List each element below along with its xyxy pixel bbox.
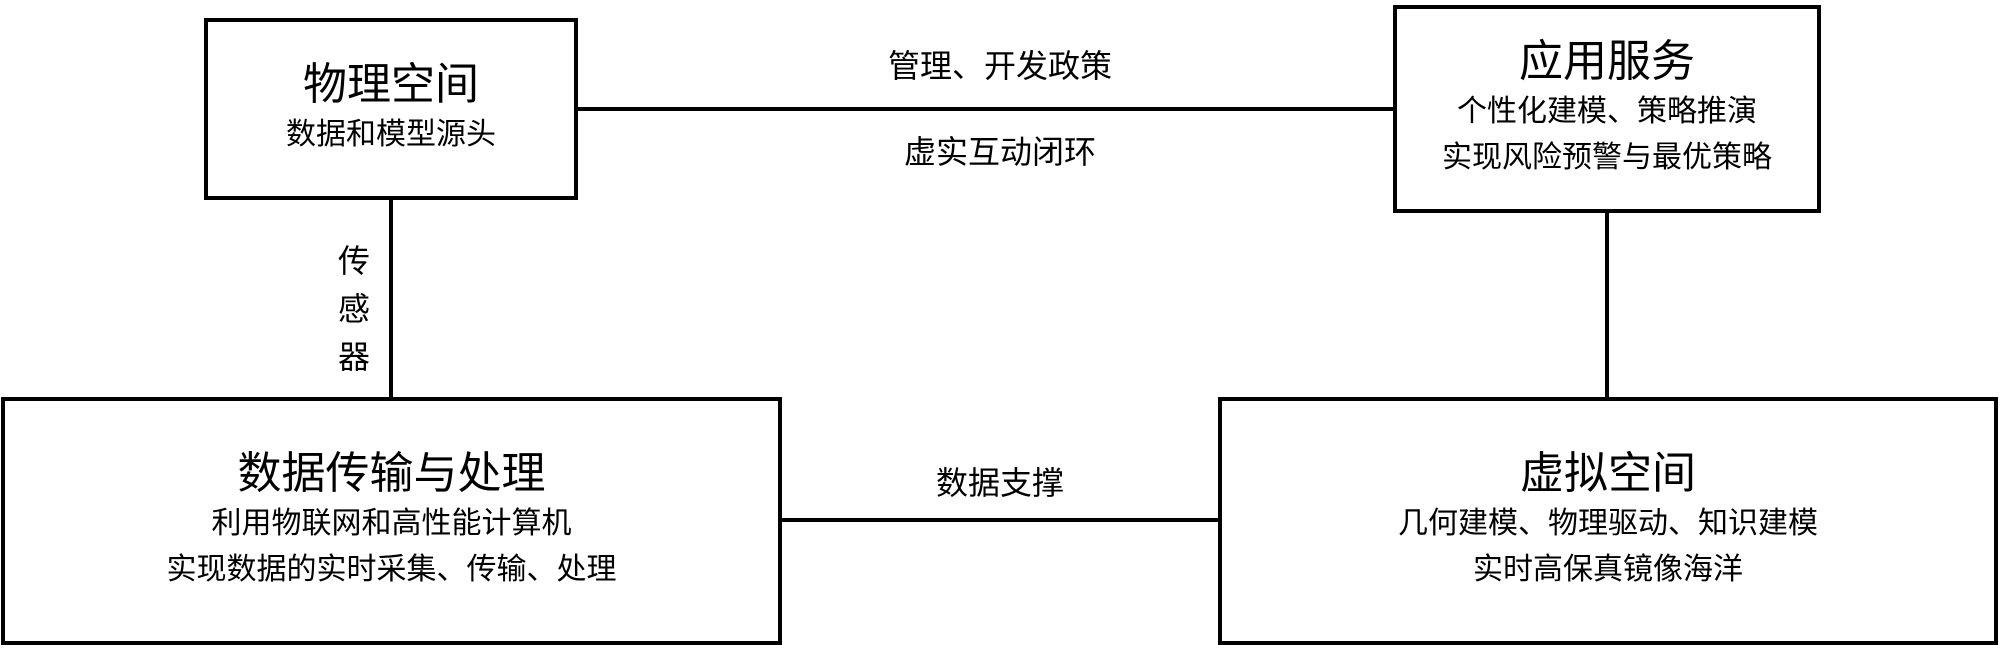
node-physical-space: 物理空间 数据和模型源头 (204, 18, 578, 200)
edge-label-char: 传 (337, 242, 370, 280)
node-subtitle: 利用物联网和高性能计算机 (211, 505, 572, 541)
node-subtitle: 几何建模、物理驱动、知识建模 (1398, 505, 1818, 541)
node-title: 虚拟空间 (1520, 448, 1696, 500)
node-data-processing: 数据传输与处理 利用物联网和高性能计算机 实现数据的实时采集、传输、处理 (1, 397, 782, 645)
node-subtitle: 数据和模型源头 (286, 117, 496, 153)
node-title: 物理空间 (303, 59, 479, 111)
edge-label-char: 器 (337, 338, 370, 376)
node-subtitle: 实时高保真镜像海洋 (1473, 552, 1743, 588)
edge-label-closed-loop: 虚实互动闭环 (903, 133, 1096, 171)
node-subtitle: 个性化建模、策略推演 (1457, 93, 1757, 129)
node-title: 应用服务 (1519, 36, 1695, 88)
node-title: 数据传输与处理 (237, 448, 546, 500)
node-subtitle: 实现风险预警与最优策略 (1442, 140, 1772, 176)
edge-label-data-support: 数据支撑 (935, 464, 1064, 502)
edge-label-policy: 管理、开发政策 (887, 47, 1112, 85)
edge-label-char: 感 (337, 290, 370, 328)
node-subtitle: 实现数据的实时采集、传输、处理 (166, 552, 617, 588)
edge-label-sensor: 传 感 器 (334, 237, 374, 381)
node-application-service: 应用服务 个性化建模、策略推演 实现风险预警与最优策略 (1393, 5, 1821, 213)
node-virtual-space: 虚拟空间 几何建模、物理驱动、知识建模 实时高保真镜像海洋 (1218, 397, 1998, 645)
